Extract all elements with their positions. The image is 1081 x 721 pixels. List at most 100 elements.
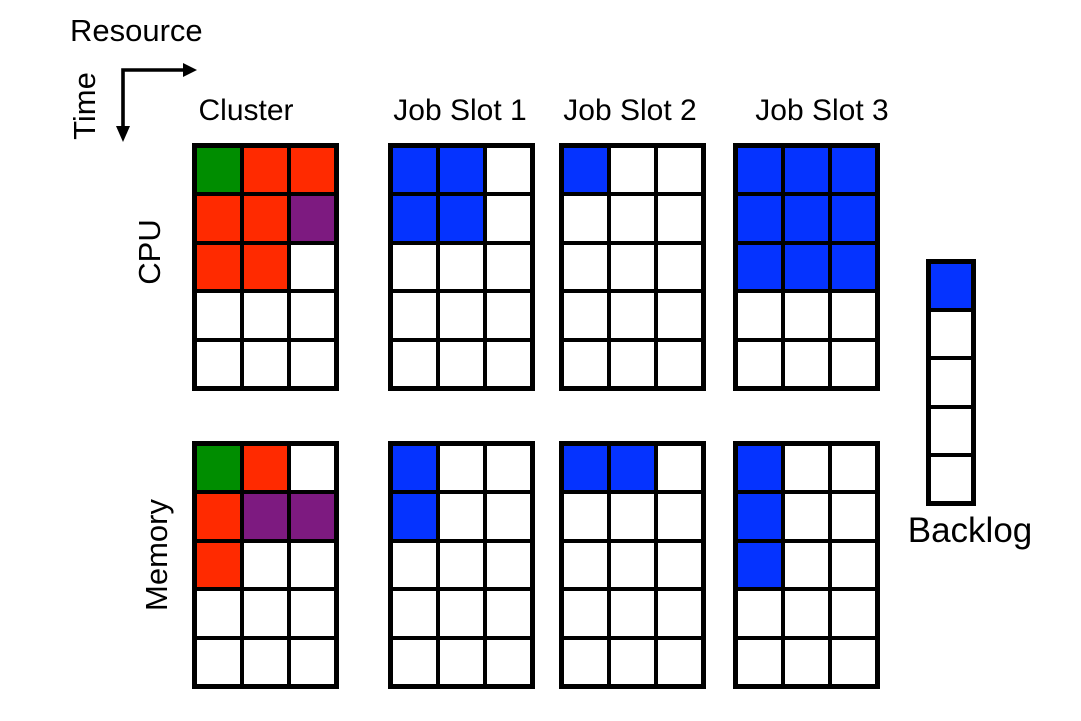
grid-cell-empty (562, 194, 609, 243)
grid-cell-empty (485, 492, 532, 541)
grid-cell-empty (438, 492, 485, 541)
grid-cell-red (242, 242, 289, 292)
grid-cell-purple (242, 492, 289, 541)
grid-cell-empty (242, 339, 289, 388)
grid-cell-blue (438, 146, 485, 195)
grid-cell-empty (929, 310, 973, 359)
grid-cell-empty (736, 637, 783, 686)
grid-cell-blue (391, 194, 438, 243)
grid-cell-empty (656, 194, 703, 243)
header-job-slot-3: Job Slot 3 (755, 94, 889, 127)
grid-cell-purple (289, 194, 336, 243)
grid-cell-empty (289, 589, 336, 638)
grid-cell-empty (609, 540, 656, 590)
header-job-slot-1: Job Slot 1 (393, 94, 527, 127)
header-cluster: Cluster (198, 94, 294, 127)
grid-cell-empty (485, 146, 532, 195)
grid-cell-empty (562, 589, 609, 638)
grid-cell-empty (391, 540, 438, 590)
grid-cell-blue (609, 444, 656, 493)
grid-cell-empty (929, 406, 973, 455)
grid-cell-blue (929, 262, 973, 311)
grid-cell-empty (438, 339, 485, 388)
grid-cell-blue (736, 444, 783, 493)
grid-cell-empty (736, 339, 783, 388)
grid-cell-empty (656, 589, 703, 638)
grid-cell-empty (562, 540, 609, 590)
grid-cell-blue (830, 146, 877, 195)
backlog-label: Backlog (907, 511, 1033, 550)
job-slot-2-memory-grid (559, 441, 706, 689)
grid-cell-empty (609, 637, 656, 686)
grid-cell-blue (736, 492, 783, 541)
grid-cell-blue (830, 242, 877, 292)
grid-cell-empty (609, 589, 656, 638)
grid-cell-empty (830, 540, 877, 590)
grid-cell-empty (485, 444, 532, 493)
job-slot-3-cpu-grid (733, 143, 880, 391)
grid-cell-blue (736, 146, 783, 195)
grid-cell-empty (289, 339, 336, 388)
grid-cell-empty (656, 339, 703, 388)
grid-cell-empty (783, 444, 830, 493)
grid-cell-empty (195, 637, 242, 686)
cluster-memory-grid (192, 441, 339, 689)
grid-cell-empty (195, 339, 242, 388)
grid-cell-empty (830, 492, 877, 541)
grid-cell-empty (656, 540, 703, 590)
grid-cell-blue (391, 146, 438, 195)
grid-cell-empty (438, 637, 485, 686)
grid-cell-blue (736, 194, 783, 243)
grid-cell-green (195, 444, 242, 493)
grid-cell-red (242, 444, 289, 493)
grid-cell-empty (656, 291, 703, 340)
cluster-cpu-grid (192, 143, 339, 391)
grid-cell-red (195, 194, 242, 243)
grid-cell-empty (830, 589, 877, 638)
grid-cell-empty (783, 291, 830, 340)
axis-arrows-icon (116, 63, 197, 142)
grid-cell-empty (485, 589, 532, 638)
grid-cell-empty (830, 637, 877, 686)
grid-cell-red (195, 540, 242, 590)
grid-cell-empty (783, 589, 830, 638)
job-slot-2-cpu-grid (559, 143, 706, 391)
grid-cell-empty (289, 637, 336, 686)
grid-cell-empty (609, 339, 656, 388)
time-axis-label: Time (67, 72, 102, 140)
grid-cell-blue (391, 492, 438, 541)
grid-cell-empty (609, 194, 656, 243)
grid-cell-empty (656, 444, 703, 493)
grid-cell-blue (830, 194, 877, 243)
grid-cell-empty (609, 146, 656, 195)
grid-cell-green (195, 146, 242, 195)
grid-cell-empty (289, 242, 336, 292)
grid-cell-blue (562, 444, 609, 493)
grid-cell-red (195, 492, 242, 541)
grid-cell-blue (783, 146, 830, 195)
grid-cell-empty (195, 291, 242, 340)
grid-cell-empty (656, 637, 703, 686)
header-job-slot-2: Job Slot 2 (563, 94, 697, 127)
grid-cell-empty (783, 540, 830, 590)
backlog-grid (926, 259, 976, 506)
grid-cell-empty (438, 540, 485, 590)
memory-row-label: Memory (139, 499, 174, 611)
grid-cell-empty (485, 242, 532, 292)
grid-cell-empty (929, 358, 973, 407)
grid-cell-empty (736, 589, 783, 638)
grid-cell-empty (242, 540, 289, 590)
grid-cell-empty (242, 589, 289, 638)
grid-cell-empty (242, 637, 289, 686)
grid-cell-blue (562, 146, 609, 195)
job-slot-1-cpu-grid (388, 143, 535, 391)
grid-cell-empty (656, 146, 703, 195)
grid-cell-empty (830, 291, 877, 340)
grid-cell-blue (391, 444, 438, 493)
grid-cell-empty (783, 637, 830, 686)
grid-cell-empty (391, 637, 438, 686)
grid-cell-empty (391, 589, 438, 638)
grid-cell-blue (736, 242, 783, 292)
grid-cell-empty (656, 492, 703, 541)
